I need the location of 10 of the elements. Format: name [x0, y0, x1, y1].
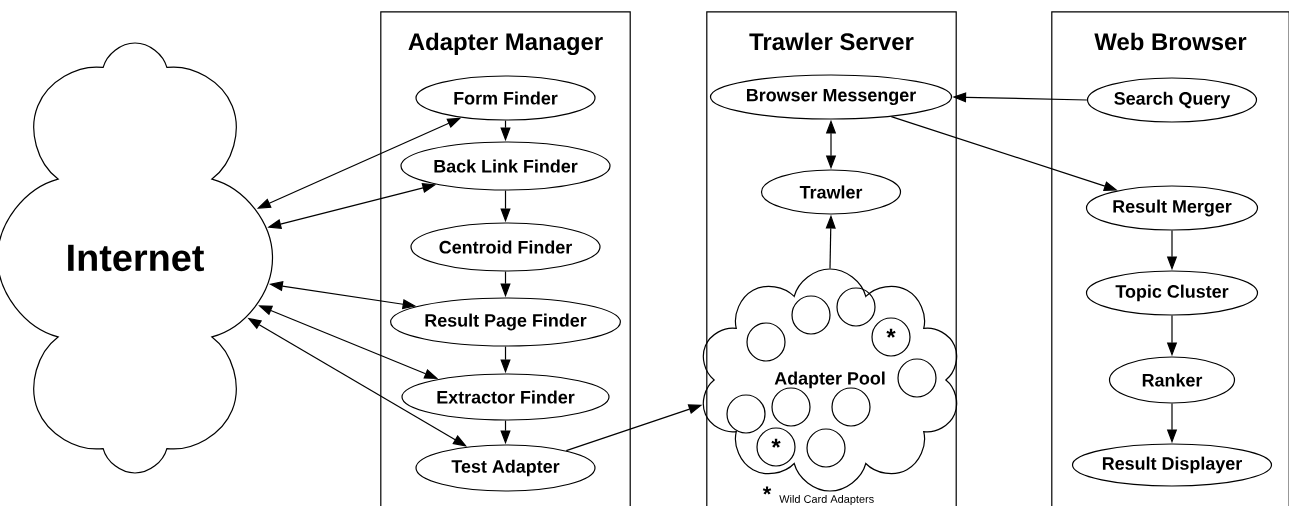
adapter-circle: [831, 387, 871, 427]
adapter-circle: [791, 295, 831, 335]
footnote-asterisk: *: [762, 486, 772, 495]
adapter-circle: [771, 387, 811, 427]
adapter-circle: [806, 428, 846, 468]
adapter-circle: [726, 394, 766, 434]
footnote-text: Wild Card Adapters: [779, 494, 874, 506]
adapter-circle: [897, 358, 937, 398]
adapter-circle: [746, 322, 786, 362]
adapter-circle: [836, 287, 876, 327]
